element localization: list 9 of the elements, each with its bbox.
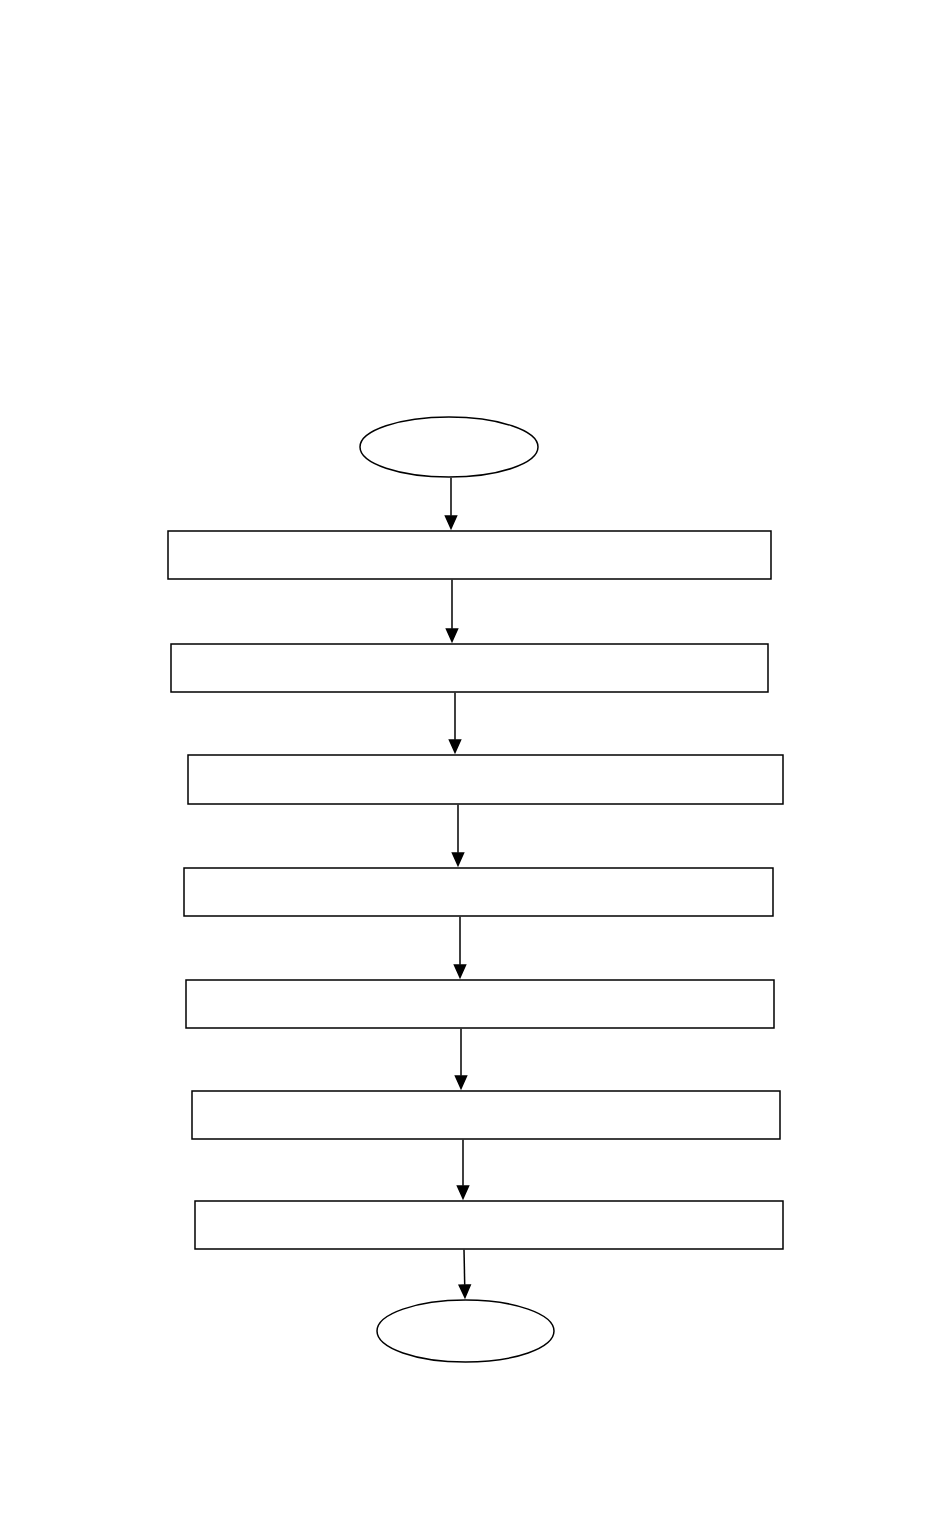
process-box bbox=[194, 1200, 784, 1250]
process-box bbox=[185, 979, 775, 1029]
process-box bbox=[167, 530, 772, 580]
process-box bbox=[187, 754, 784, 805]
process-box bbox=[183, 867, 774, 917]
terminal-oval bbox=[376, 1299, 555, 1363]
terminal-oval bbox=[359, 416, 539, 478]
process-box bbox=[170, 643, 769, 693]
process-box bbox=[191, 1090, 781, 1140]
